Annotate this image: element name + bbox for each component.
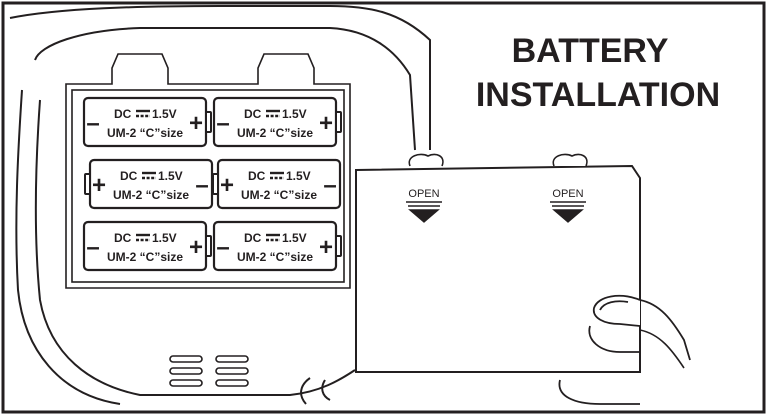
cell-right-polarity: –: [323, 172, 336, 199]
battery-terminal-nub: [205, 235, 212, 257]
cell-right-polarity: +: [319, 234, 333, 261]
cell-left-polarity: –: [86, 110, 99, 137]
cell-size-label: UM-2 “C”size: [107, 126, 183, 140]
cell-left-polarity: +: [220, 172, 234, 199]
device-body: [9, 5, 431, 405]
cell-right-polarity: –: [195, 172, 208, 199]
cell-size-label: UM-2 “C”size: [237, 250, 313, 264]
cell-size-label: UM-2 “C”size: [241, 188, 317, 202]
battery-cell: DC 1.5V UM-2 “C”size + –: [84, 158, 214, 210]
cell-voltage-value: 1.5V: [282, 107, 307, 121]
battery-cell: DC 1.5V UM-2 “C”size– +: [212, 96, 342, 148]
cover-tab-left: [408, 153, 444, 167]
cell-dc-label: DC: [114, 107, 132, 121]
cell-size-label: UM-2 “C”size: [107, 250, 183, 264]
vent-slots-icon: [169, 355, 249, 387]
title-line-1: BATTERY: [512, 32, 669, 70]
cell-dc-label: DC: [248, 169, 266, 183]
cover-tab-right: [552, 153, 588, 167]
cell-dc-label: DC: [244, 231, 262, 245]
battery-terminal-nub: [84, 173, 91, 195]
cell-right-polarity: +: [189, 110, 203, 137]
cell-voltage-value: 1.5V: [158, 169, 183, 183]
cell-voltage-value: 1.5V: [282, 231, 307, 245]
cell-left-polarity: –: [216, 234, 229, 261]
cell-voltage-value: 1.5V: [152, 231, 177, 245]
battery-cell: DC 1.5V UM-2 “C”size– +: [212, 220, 342, 272]
down-arrow-icon: [550, 201, 586, 223]
battery-terminal-nub: [335, 111, 342, 133]
hand-icon: [558, 294, 691, 405]
down-arrow-icon: [406, 201, 442, 223]
battery-terminal-nub: [212, 173, 219, 195]
cell-size-label: UM-2 “C”size: [113, 188, 189, 202]
battery-cell: DC 1.5V UM-2 “C”size– +: [82, 96, 212, 148]
cell-left-polarity: –: [86, 234, 99, 261]
battery-compartment: [65, 53, 351, 289]
open-label-left: OPEN: [408, 188, 439, 200]
cell-dc-label: DC: [120, 169, 138, 183]
cell-voltage-value: 1.5V: [152, 107, 177, 121]
battery-terminal-nub: [335, 235, 342, 257]
cell-dc-label: DC: [114, 231, 132, 245]
open-label-right: OPEN: [552, 188, 583, 200]
device-top-outline: [9, 5, 431, 150]
cell-voltage-value: 1.5V: [286, 169, 311, 183]
device-left-outline: [15, 89, 121, 405]
cell-dc-label: DC: [244, 107, 262, 121]
cell-right-polarity: +: [319, 110, 333, 137]
cell-right-polarity: +: [189, 234, 203, 261]
title-line-2: INSTALLATION: [476, 76, 720, 114]
cell-left-polarity: –: [216, 110, 229, 137]
device-foot: [300, 377, 311, 405]
compartment-outer: [65, 53, 351, 289]
device-inner-top: [34, 27, 416, 151]
device-inner-left: [34, 99, 356, 396]
cell-size-label: UM-2 “C”size: [237, 126, 313, 140]
battery-cover: OPEN OPEN: [355, 153, 641, 373]
compartment-inner: [71, 89, 345, 283]
battery-cell: DC 1.5V UM-2 “C”size– +: [82, 220, 212, 272]
device-foot-inner: [321, 379, 331, 401]
cell-left-polarity: +: [92, 172, 106, 199]
device-right-edge: [639, 329, 685, 369]
battery-cell: DC 1.5V UM-2 “C”size + –: [212, 158, 342, 210]
battery-terminal-nub: [205, 111, 212, 133]
